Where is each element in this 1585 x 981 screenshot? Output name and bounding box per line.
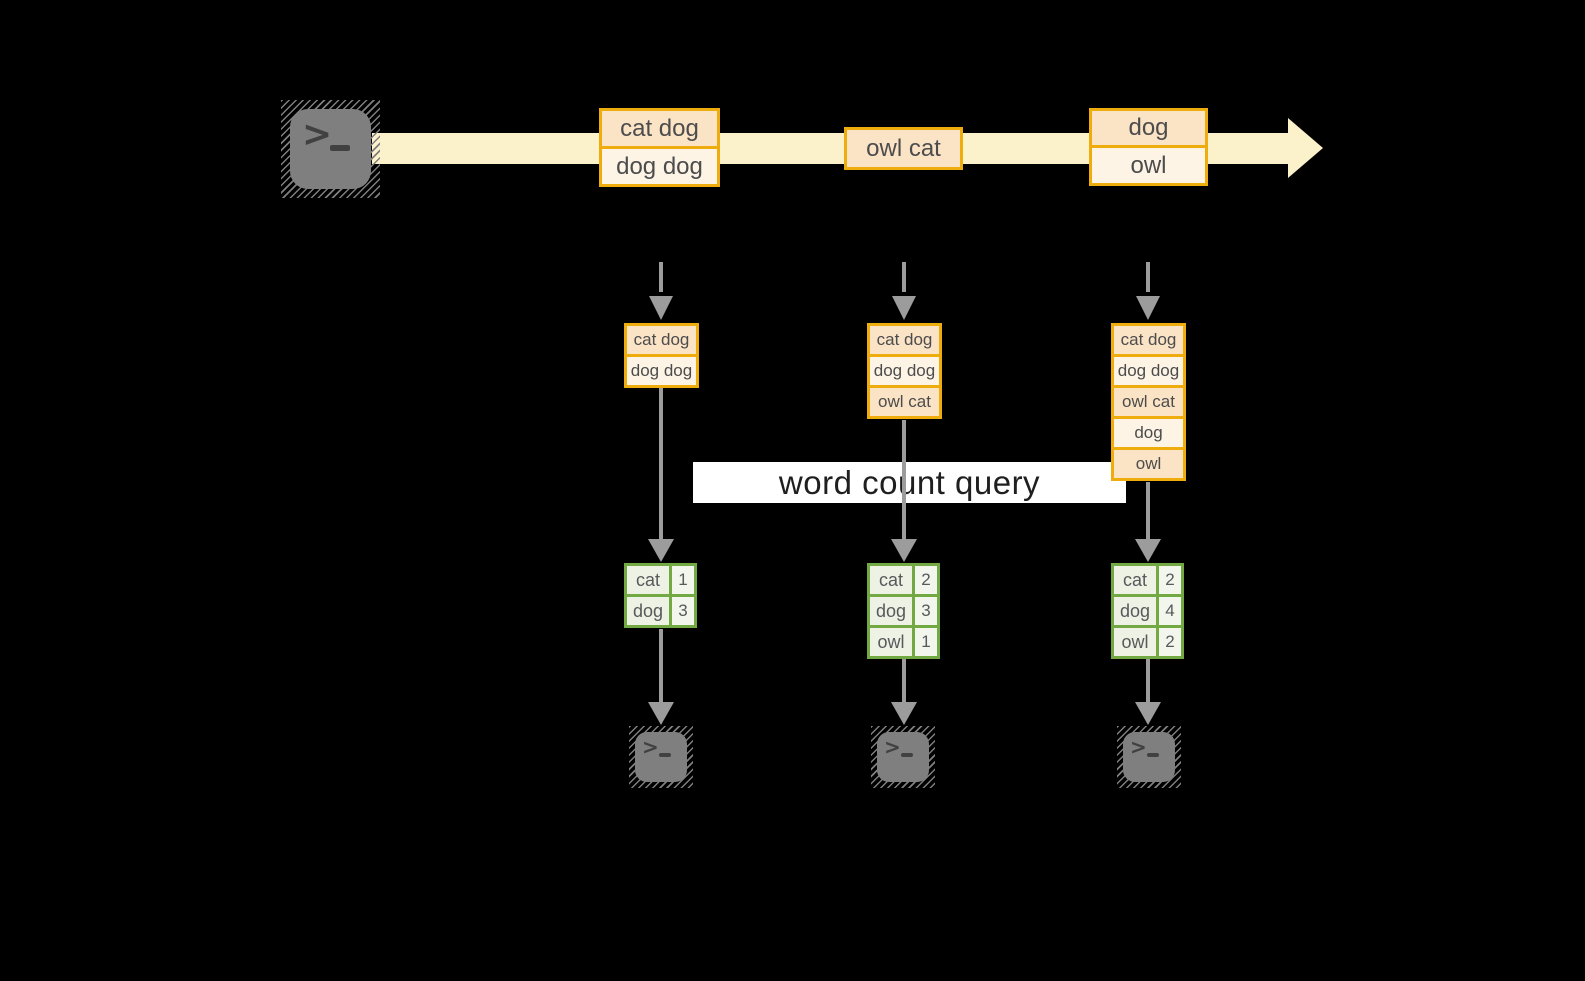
stream-batch-1: cat dog dog dog <box>599 108 720 187</box>
count-value: 2 <box>1159 628 1181 656</box>
terminal-screen: > <box>635 732 687 782</box>
output-terminal-icon: > <box>1117 726 1181 788</box>
query-banner-label: word count query <box>778 463 1041 501</box>
count-word: owl <box>1114 628 1156 656</box>
count-value: 3 <box>915 597 937 625</box>
batch-line: owl <box>1092 148 1205 183</box>
count-word: dog <box>1114 597 1156 625</box>
output-terminal-icon: > <box>629 726 693 788</box>
word-count-table-2: cat 2 dog 3 owl 1 <box>867 563 940 659</box>
count-word: owl <box>870 628 912 656</box>
count-word: dog <box>627 597 669 625</box>
stream-batch-3: dog owl <box>1089 108 1208 186</box>
output-terminal-icon: > <box>871 726 935 788</box>
accumulated-batch-2: cat dog dog dog owl cat <box>867 323 942 419</box>
accumulated-batch-1: cat dog dog dog <box>624 323 699 388</box>
terminal-cursor-icon <box>901 753 913 757</box>
accumulated-line: dog dog <box>1114 357 1183 385</box>
ingest-arrow-icon <box>1135 262 1161 320</box>
count-word: dog <box>870 597 912 625</box>
count-value: 1 <box>915 628 937 656</box>
accumulated-line: cat dog <box>870 326 939 354</box>
stream-arrowhead-icon <box>1288 118 1323 178</box>
count-word: cat <box>627 566 669 594</box>
output-arrow-icon <box>1134 658 1162 725</box>
count-value: 1 <box>672 566 694 594</box>
terminal-cursor-icon <box>1147 753 1159 757</box>
output-arrow-icon <box>890 658 918 725</box>
input-terminal-icon: > <box>281 100 380 198</box>
terminal-screen: > <box>290 109 371 189</box>
count-value: 3 <box>672 597 694 625</box>
accumulated-line: dog <box>1114 419 1183 447</box>
terminal-cursor-icon <box>659 753 671 757</box>
batch-line: dog <box>1092 111 1205 145</box>
terminal-prompt-icon: > <box>1130 735 1147 759</box>
terminal-prompt-icon: > <box>642 735 659 759</box>
query-arrow-icon <box>1134 482 1162 562</box>
query-arrow-icon <box>647 388 675 562</box>
ingest-arrow-icon <box>648 262 674 320</box>
accumulated-line: dog dog <box>627 357 696 385</box>
query-banner: word count query <box>693 462 1126 503</box>
accumulated-line: owl cat <box>1114 388 1183 416</box>
accumulated-line: owl <box>1114 450 1183 478</box>
terminal-prompt-icon: > <box>884 735 901 759</box>
count-word: cat <box>870 566 912 594</box>
ingest-arrow-icon <box>891 262 917 320</box>
word-count-table-3: cat 2 dog 4 owl 2 <box>1111 563 1184 659</box>
word-count-table-1: cat 1 dog 3 <box>624 563 697 628</box>
query-arrow-icon <box>890 420 918 562</box>
count-value: 2 <box>1159 566 1181 594</box>
count-value: 2 <box>915 566 937 594</box>
accumulated-batch-3: cat dog dog dog owl cat dog owl <box>1111 323 1186 481</box>
terminal-screen: > <box>1123 732 1175 782</box>
stream-batch-2: owl cat <box>844 127 963 170</box>
accumulated-line: cat dog <box>627 326 696 354</box>
terminal-screen: > <box>877 732 929 782</box>
batch-line: dog dog <box>602 149 717 184</box>
accumulated-line: cat dog <box>1114 326 1183 354</box>
accumulated-line: owl cat <box>870 388 939 416</box>
accumulated-line: dog dog <box>870 357 939 385</box>
terminal-cursor-icon <box>330 145 350 151</box>
count-word: cat <box>1114 566 1156 594</box>
batch-line: cat dog <box>602 111 717 146</box>
batch-line: owl cat <box>847 130 960 167</box>
output-arrow-icon <box>647 629 675 725</box>
terminal-prompt-icon: > <box>302 114 333 155</box>
count-value: 4 <box>1159 597 1181 625</box>
